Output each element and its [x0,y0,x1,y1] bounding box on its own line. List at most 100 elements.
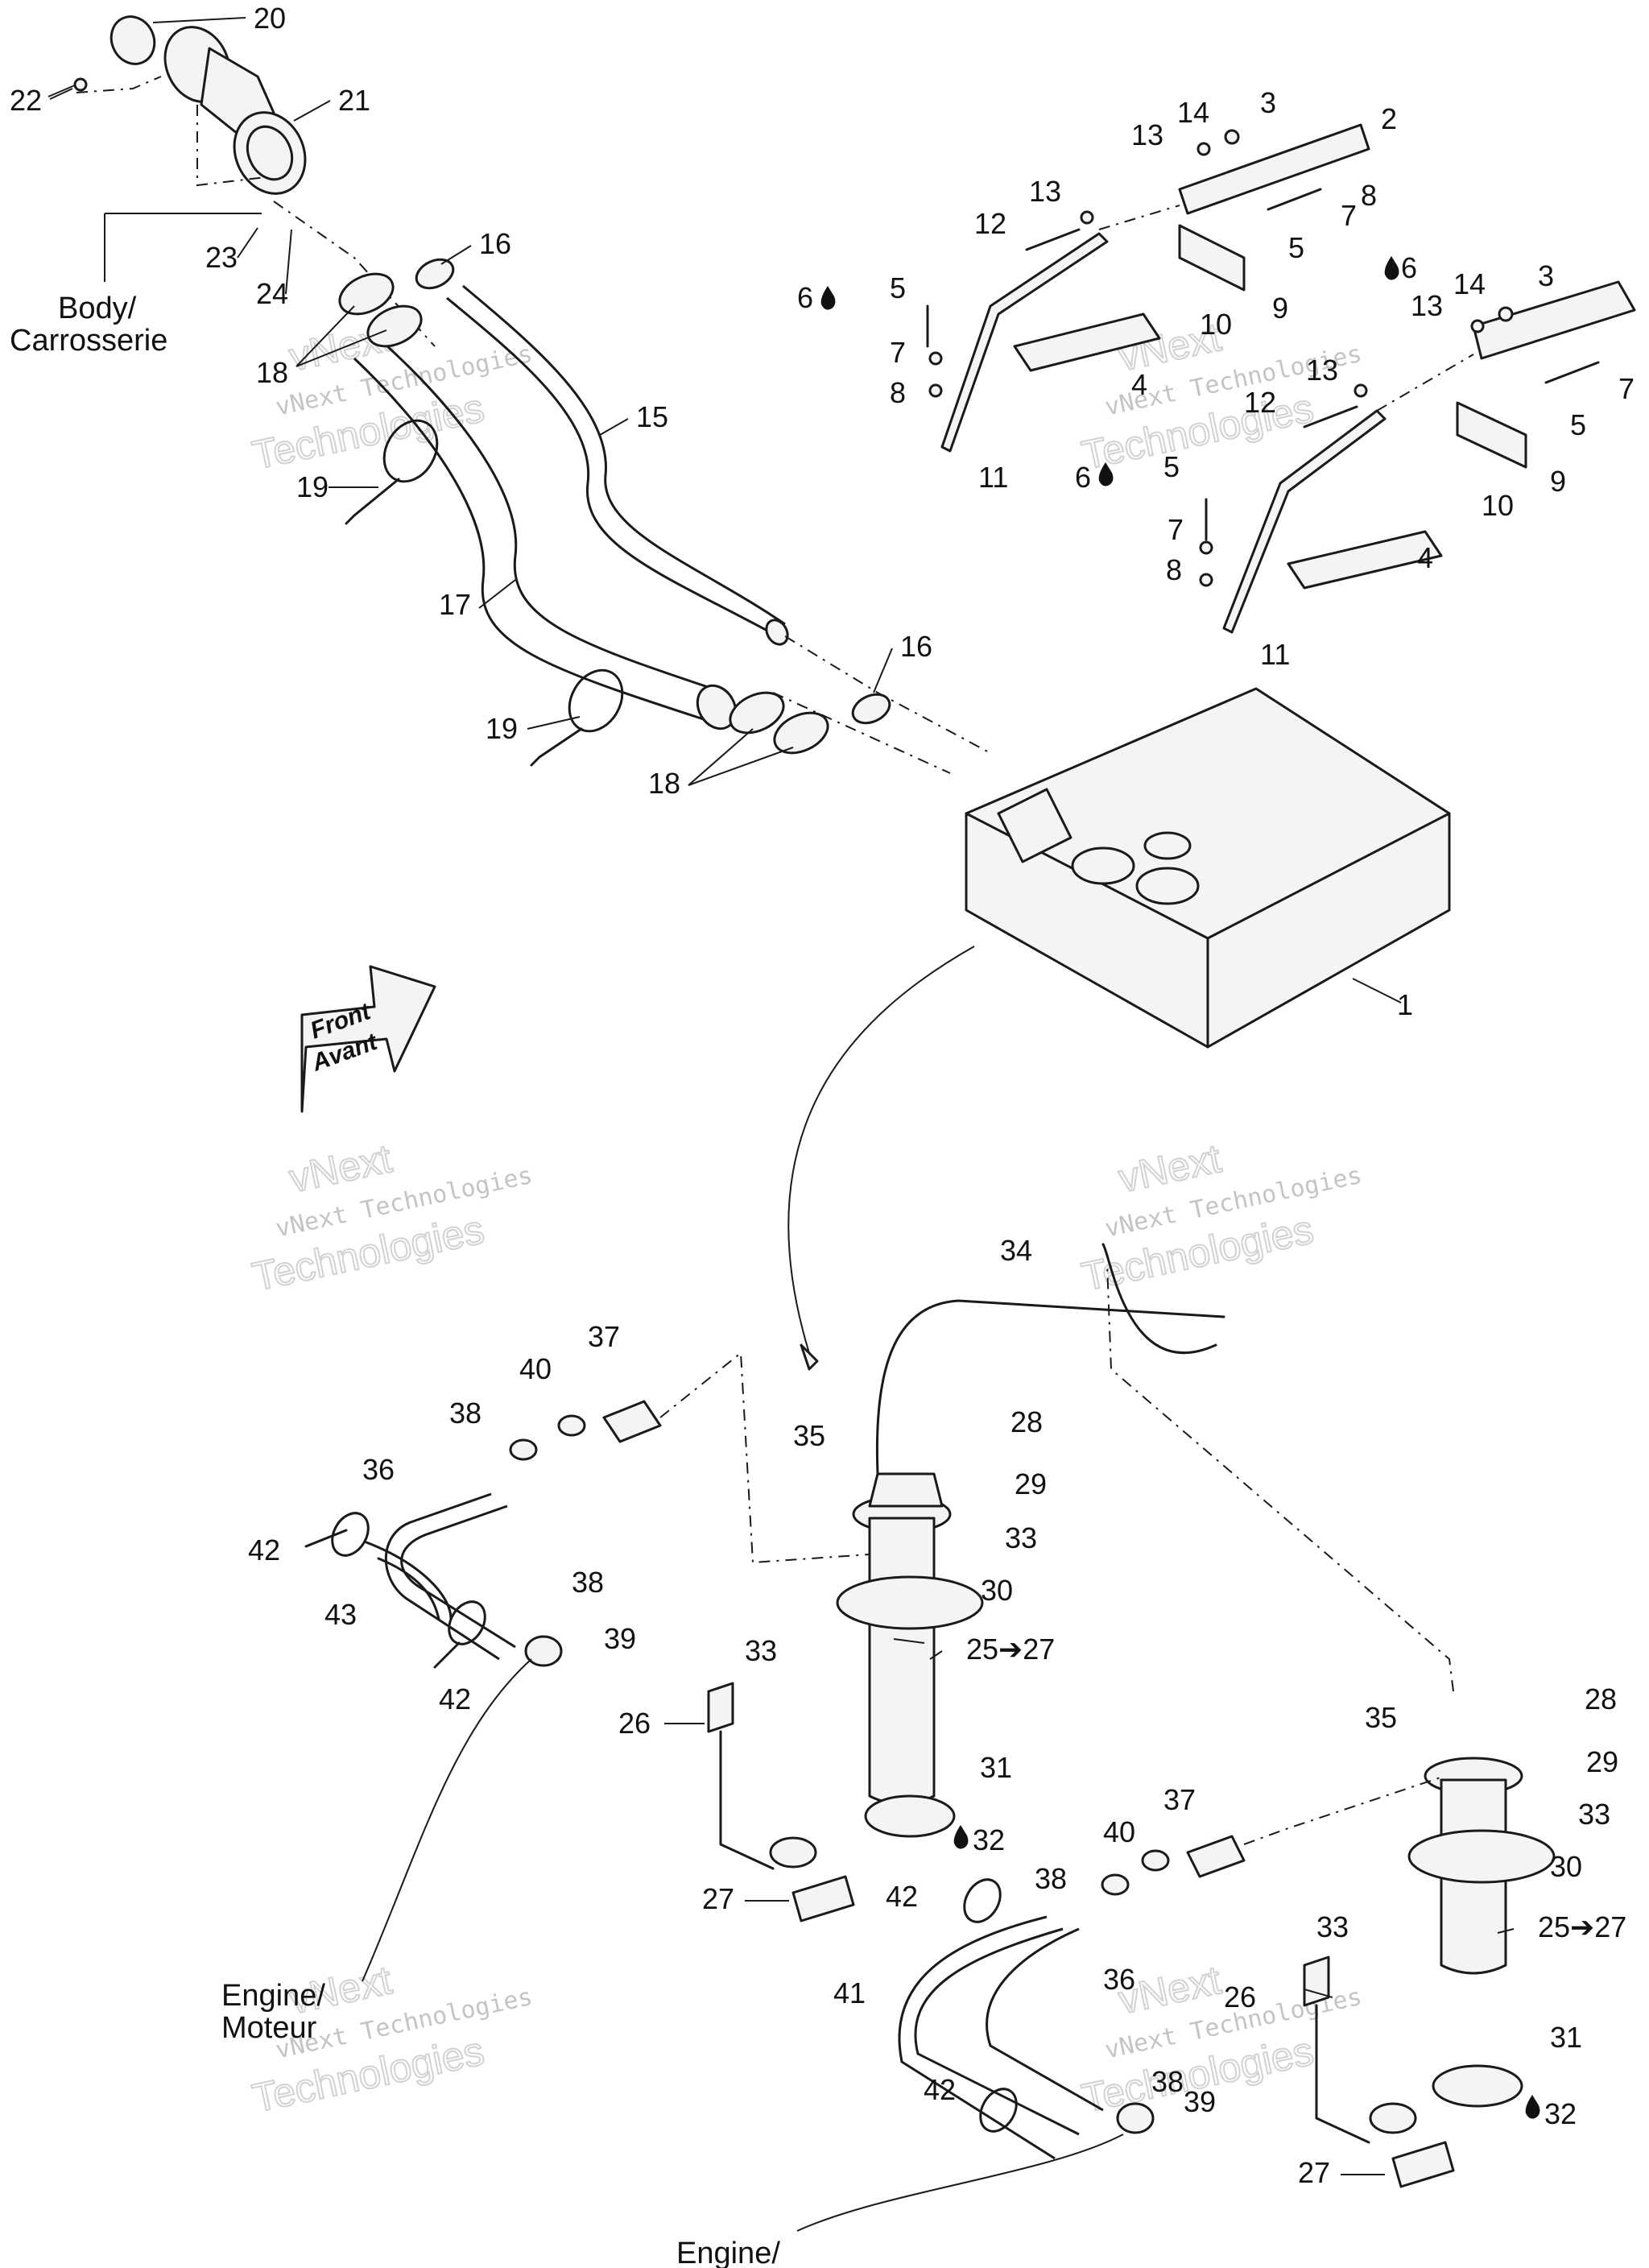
liquid-drop-icon [1098,462,1114,486]
callout: 2 [1381,102,1397,135]
fuel-tank [965,687,1451,1049]
callout: 12 [1244,386,1276,419]
callout: 32 [1544,2097,1577,2130]
callout: 27 [1298,2156,1330,2189]
tank-to-pump-arrow [787,946,975,1354]
callout: 5 [1288,231,1304,264]
callout: 18 [648,767,680,800]
callout: 38 [1151,2065,1184,2098]
callout: 29 [1015,1467,1047,1500]
callout: 43 [324,1598,357,1631]
callout: 4 [1131,368,1147,401]
callout: 42 [248,1533,280,1566]
svg-text:vNext: vNext [1114,1136,1225,1201]
callout: 37 [588,1320,620,1353]
liquid-drop-icon [820,286,836,310]
callout: 13 [1029,175,1061,208]
callout: 1 [1397,988,1413,1021]
filler-neck-assembly [48,15,436,347]
callout: 8 [1166,553,1182,586]
callout: 12 [974,207,1006,240]
text-labels: Body/ Carrosserie Engine/ Moteur Engine/ [10,213,780,2268]
callout: 7 [1168,513,1184,546]
callout: 28 [1585,1682,1617,1715]
front-arrow-icon: Front Avant [300,965,436,1113]
callout: 38 [449,1397,481,1430]
liquid-drop-icon [953,1825,969,1849]
callout: 7 [890,336,906,369]
strap-hardware [926,129,1600,587]
callout: 6 [1401,251,1417,284]
callout: 10 [1482,489,1514,522]
callout: 11 [1260,638,1290,671]
callout: 28 [1010,1405,1043,1438]
engine-label-2: Engine/ [676,2237,780,2268]
callout: 42 [924,2073,956,2106]
callout: 42 [439,1682,471,1715]
callout: 6 [797,281,813,314]
callout: 13 [1411,289,1443,322]
callout: 33 [1005,1521,1037,1554]
callout: 42 [886,1880,918,1913]
callout: 13 [1306,354,1338,387]
callout: 26 [618,1707,651,1740]
callout: 23 [205,241,238,274]
liquid-drop-icon [1525,2095,1540,2119]
callout: 24 [256,277,288,310]
callout: 34 [1000,1234,1032,1267]
callout: 7 [1341,199,1357,232]
callout: 33 [745,1634,777,1667]
callout: 10 [1200,308,1232,341]
callout: 30 [1550,1850,1582,1883]
callout: 19 [296,470,329,503]
callout: 36 [362,1453,395,1486]
callout: 25➔27 [966,1633,1055,1666]
callout: 20 [254,2,286,35]
callout: 31 [980,1751,1012,1784]
callout: 21 [338,84,370,117]
callout: 33 [1578,1798,1610,1831]
callout: 5 [1570,408,1586,441]
fuel-pump-right [1106,1264,1556,2188]
callout: 16 [900,630,932,663]
callout: 29 [1586,1745,1618,1778]
callout: 41 [833,1976,866,2009]
callout: 40 [1103,1815,1135,1848]
callout: 19 [486,712,518,745]
callout: 5 [890,271,906,304]
callout: 8 [890,376,906,409]
callout: 22 [10,84,42,117]
callout: 3 [1260,86,1276,119]
callout: 8 [1361,179,1377,212]
callout: 32 [973,1823,1005,1856]
callout: 39 [604,1622,636,1655]
callout: 33 [1316,1910,1349,1943]
callout-numbers: 1 2 3 3 4 4 5 5 5 5 6 6 6 7 7 7 7 8 8 8 … [10,2,1635,2189]
callout: 6 [1075,461,1091,494]
callout: 5 [1163,450,1180,483]
callout: 25➔27 [1538,1910,1626,1943]
callout: 30 [981,1574,1013,1607]
fuel-pump-left [707,1243,1225,1922]
body-label: Body/ [58,292,137,325]
callout: 17 [439,588,471,621]
tank-straps [940,123,1636,634]
callout: 38 [1035,1862,1067,1895]
body-label-fr: Carrosserie [10,324,167,358]
fuel-line-left [304,1351,870,1982]
callout: 36 [1103,1963,1135,1996]
liquid-drop-icon [1384,256,1399,280]
callout: 35 [793,1419,825,1452]
callout: 14 [1177,96,1209,129]
callout-leaders [49,17,1515,2175]
engine-label: Engine/ [221,1979,325,2013]
engine-label-fr: Moteur [221,2011,317,2045]
callout: 3 [1538,259,1554,292]
callout: 7 [1618,372,1635,405]
callout: 14 [1453,267,1486,300]
callout: 39 [1184,2085,1216,2118]
callout: 16 [479,227,511,260]
liquid-drop-icons [820,256,1540,2119]
callout: 4 [1417,541,1433,574]
